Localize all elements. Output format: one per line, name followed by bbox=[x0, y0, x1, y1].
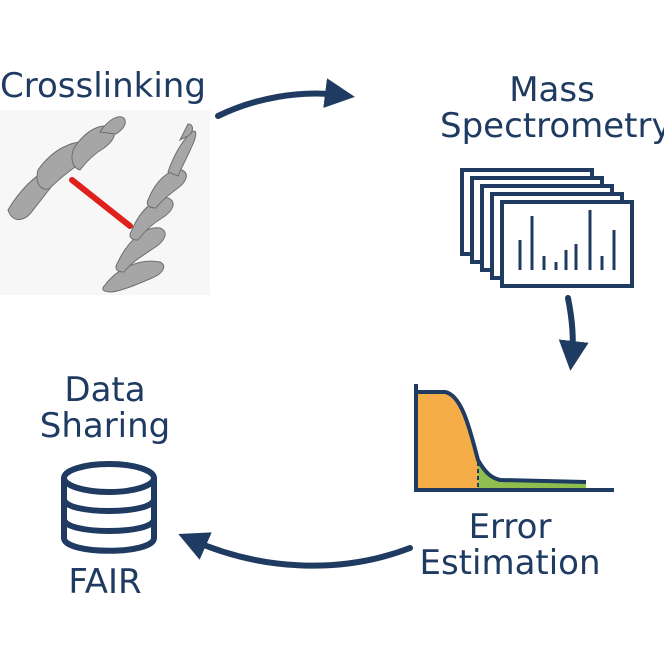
arrow-to-mass-spec bbox=[215, 78, 355, 119]
error-estimation-label-line2: Estimation bbox=[419, 543, 601, 583]
arrow-to-data-sharing bbox=[178, 532, 413, 569]
fair-label: FAIR bbox=[68, 562, 142, 602]
mass-spectrometry-label: Mass Spectrometry bbox=[440, 72, 664, 144]
error-estimation-label: Error Estimation bbox=[410, 509, 610, 581]
error-distribution-icon bbox=[414, 384, 614, 492]
mass-spectrometry-label-line1: Mass bbox=[509, 70, 595, 110]
mass-spectra-stack-icon bbox=[460, 168, 634, 288]
data-sharing-label: Data Sharing bbox=[30, 372, 180, 444]
crosslink-bond bbox=[69, 177, 133, 229]
arrow-to-error-estimation bbox=[558, 295, 589, 371]
mass-spectrometry-label-line2: Spectrometry bbox=[440, 106, 664, 146]
data-sharing-label-line2: Sharing bbox=[39, 406, 171, 446]
data-sharing-label-line1: Data bbox=[64, 370, 146, 410]
protein-helix-crosslink-icon bbox=[0, 110, 210, 295]
database-icon bbox=[61, 461, 157, 554]
error-estimation-label-line1: Error bbox=[468, 507, 552, 547]
crosslinking-label: Crosslinking bbox=[0, 66, 206, 106]
